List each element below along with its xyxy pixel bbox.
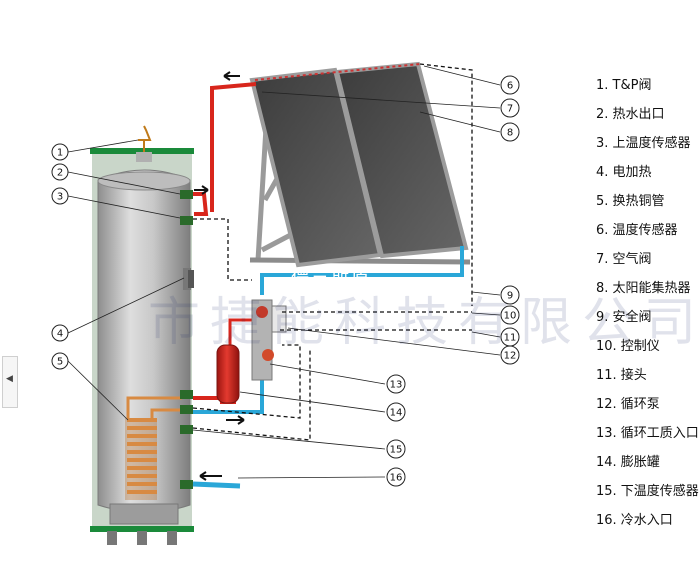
sensor-cables [192, 63, 473, 441]
legend-item: 13. 循环工质入口 [596, 426, 699, 441]
return-pipe [260, 246, 464, 295]
pump-station [251, 299, 287, 381]
callout-13: 13 [386, 374, 406, 394]
legend-item: 9. 安全阀 [596, 310, 652, 325]
callout-4: 4 [51, 324, 69, 342]
legend-item: 14. 膨胀罐 [596, 455, 660, 470]
legend-item: 4. 电加热 [596, 165, 652, 180]
callout-5-label: 5 [57, 357, 63, 368]
legend-item: 16. 冷水入口 [596, 513, 673, 528]
legend-item: 8. 太阳能集热器 [596, 281, 691, 296]
legend-item: 15. 下温度传感器 [596, 484, 699, 499]
callout-8: 8 [500, 122, 520, 142]
callout-5: 5 [51, 352, 69, 370]
callout-7-label: 7 [507, 104, 513, 115]
callout-1: 1 [51, 143, 69, 161]
left-arrow-icon: ◀ [6, 374, 13, 384]
expansion-tank [216, 344, 240, 404]
callout-11-label: 11 [504, 333, 517, 344]
callout-14-label: 14 [390, 408, 403, 419]
callout-8-label: 8 [507, 128, 513, 139]
tp-valve [138, 125, 152, 152]
callout-11: 11 [500, 327, 520, 347]
electric-heater [183, 268, 194, 290]
leader-lines [67, 65, 501, 479]
flow-arrow-cold-inlet [199, 471, 222, 481]
legend-item: 5. 换热铜管 [596, 194, 665, 209]
storage-tank [90, 148, 194, 545]
callout-9: 9 [500, 285, 520, 305]
flow-arrow-top [223, 71, 240, 81]
callout-10-label: 10 [504, 311, 517, 322]
flow-arrow-return [226, 415, 245, 425]
cold-water-inlet-pipe [192, 481, 241, 489]
callouts-left: 1 2 3 4 5 [51, 143, 69, 370]
legend-item: 3. 上温度传感器 [596, 136, 691, 151]
callout-6: 6 [500, 75, 520, 95]
heat-exchanger-coil [125, 396, 182, 500]
callout-15-label: 15 [390, 445, 403, 456]
callouts-right: 6 7 8 9 10 11 12 13 14 15 16 [386, 75, 520, 487]
callout-7: 7 [500, 98, 520, 118]
watermark-url: deno2010.cn.alibaba.com [281, 288, 420, 299]
callout-16-label: 16 [390, 473, 403, 484]
callout-2: 2 [51, 163, 69, 181]
legend-item: 6. 温度传感器 [596, 223, 678, 238]
callout-13-label: 13 [390, 380, 403, 391]
component-legend: 1. T&P阀 2. 热水出口 3. 上温度传感器 4. 电加热 5. 换热铜管… [596, 76, 700, 540]
legend-item: 11. 接头 [596, 368, 647, 383]
callout-2-label: 2 [57, 168, 63, 179]
collector-header-pipe [254, 63, 421, 81]
callout-12: 12 [500, 345, 520, 365]
legend-item: 12. 循环泵 [596, 397, 660, 412]
flow-arrow-outlet [194, 185, 209, 195]
callout-6-label: 6 [507, 81, 513, 92]
callout-4-label: 4 [57, 329, 63, 340]
callout-14: 14 [386, 402, 406, 422]
callout-3: 3 [51, 187, 69, 205]
callout-16: 16 [386, 467, 406, 487]
callout-1-label: 1 [57, 148, 63, 159]
legend-item: 2. 热水出口 [596, 107, 665, 122]
hot-water-outlet-pipe [193, 192, 209, 216]
legend-item: 10. 控制仪 [596, 339, 660, 354]
hot-water-pipe [210, 82, 257, 212]
callout-15: 15 [386, 439, 406, 459]
expansion-link-pipe [228, 318, 258, 345]
watermark-company: 市捷能科技有限公司 [148, 293, 700, 353]
side-collapse-tab[interactable]: ◀ [2, 356, 18, 408]
solar-collector-panel-right [334, 61, 469, 259]
watermark-brand: 德兰斯盾 [291, 266, 371, 287]
callout-9-label: 9 [507, 291, 513, 302]
callout-3-label: 3 [57, 192, 63, 203]
callout-10: 10 [500, 305, 520, 325]
tank-fittings [180, 190, 193, 489]
legend-item: 7. 空气阀 [596, 252, 652, 267]
callout-12-label: 12 [504, 351, 517, 362]
legend-item: 1. T&P阀 [596, 78, 652, 93]
